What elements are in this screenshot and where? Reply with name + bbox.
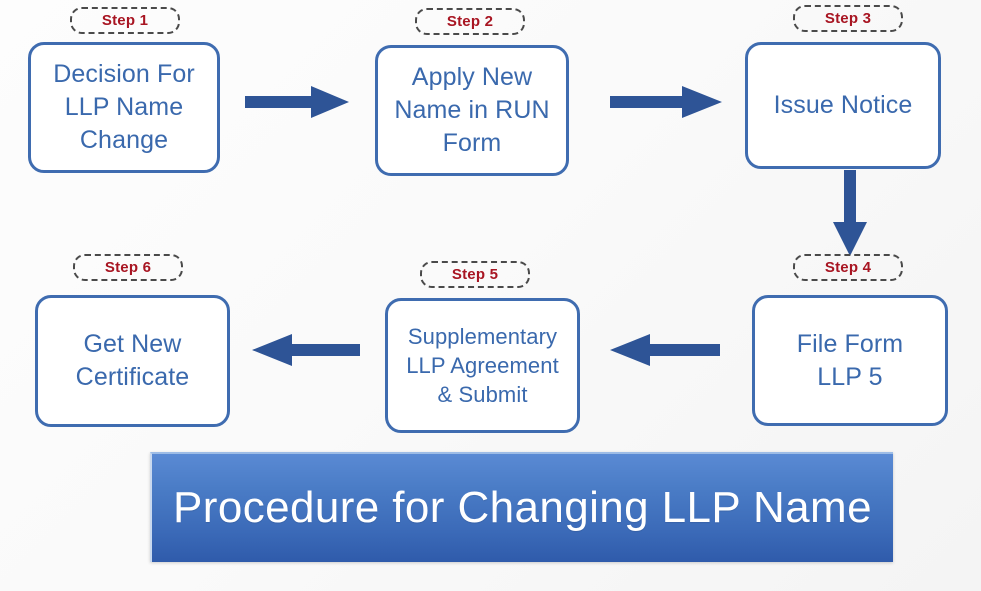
step-box-4-file-form-llp-5[interactable]: File Form LLP 5 [752,295,948,426]
step-badge-6-label: Step 6 [104,259,152,276]
arrow-step5-to-step6 [250,330,360,370]
step-badge-2: Step 2 [415,8,525,35]
down-arrow-icon [833,170,867,256]
arrow-step3-to-step4 [828,170,872,256]
step-box-2-apply-new-name-in-run-form[interactable]: Apply New Name in RUN Form [375,45,569,176]
step-badge-4: Step 4 [793,254,903,281]
right-arrow-icon [245,86,349,118]
right-arrow-icon [610,86,722,118]
step-badge-5: Step 5 [420,261,530,288]
step-box-3-issue-notice[interactable]: Issue Notice [745,42,941,169]
step-box-4-label: File Form LLP 5 [796,329,904,391]
step-badge-1-label: Step 1 [101,12,149,29]
step-badge-3-label: Step 3 [824,10,872,27]
arrow-step2-to-step3 [610,82,722,122]
left-arrow-icon [252,334,360,366]
step-box-5-supplementary-llp-agreement-and-submit[interactable]: Supplementary LLP Agreement & Submit [385,298,580,433]
arrow-step1-to-step2 [245,82,349,122]
step-box-2-label: Apply New Name in RUN Form [394,63,550,157]
step-badge-5-label: Step 5 [451,266,499,283]
step-badge-3: Step 3 [793,5,903,32]
diagram-title: Procedure for Changing LLP Name [173,483,872,532]
arrow-step4-to-step5 [608,330,720,370]
step-box-1-decision-for-llp-name-change[interactable]: Decision For LLP Name Change [28,42,220,173]
diagram-title-banner: Procedure for Changing LLP Name [150,452,893,562]
step-badge-6: Step 6 [73,254,183,281]
step-box-3-label: Issue Notice [773,91,913,119]
left-arrow-icon [610,334,720,366]
step-box-6-get-new-certificate[interactable]: Get New Certificate [35,295,230,427]
step-badge-4-label: Step 4 [824,259,872,276]
step-box-5-label: Supplementary LLP Agreement & Submit [406,323,559,408]
step-badge-2-label: Step 2 [446,13,494,30]
step-box-1-label: Decision For LLP Name Change [53,60,195,154]
step-badge-1: Step 1 [70,7,180,34]
step-box-6-label: Get New Certificate [75,330,190,391]
